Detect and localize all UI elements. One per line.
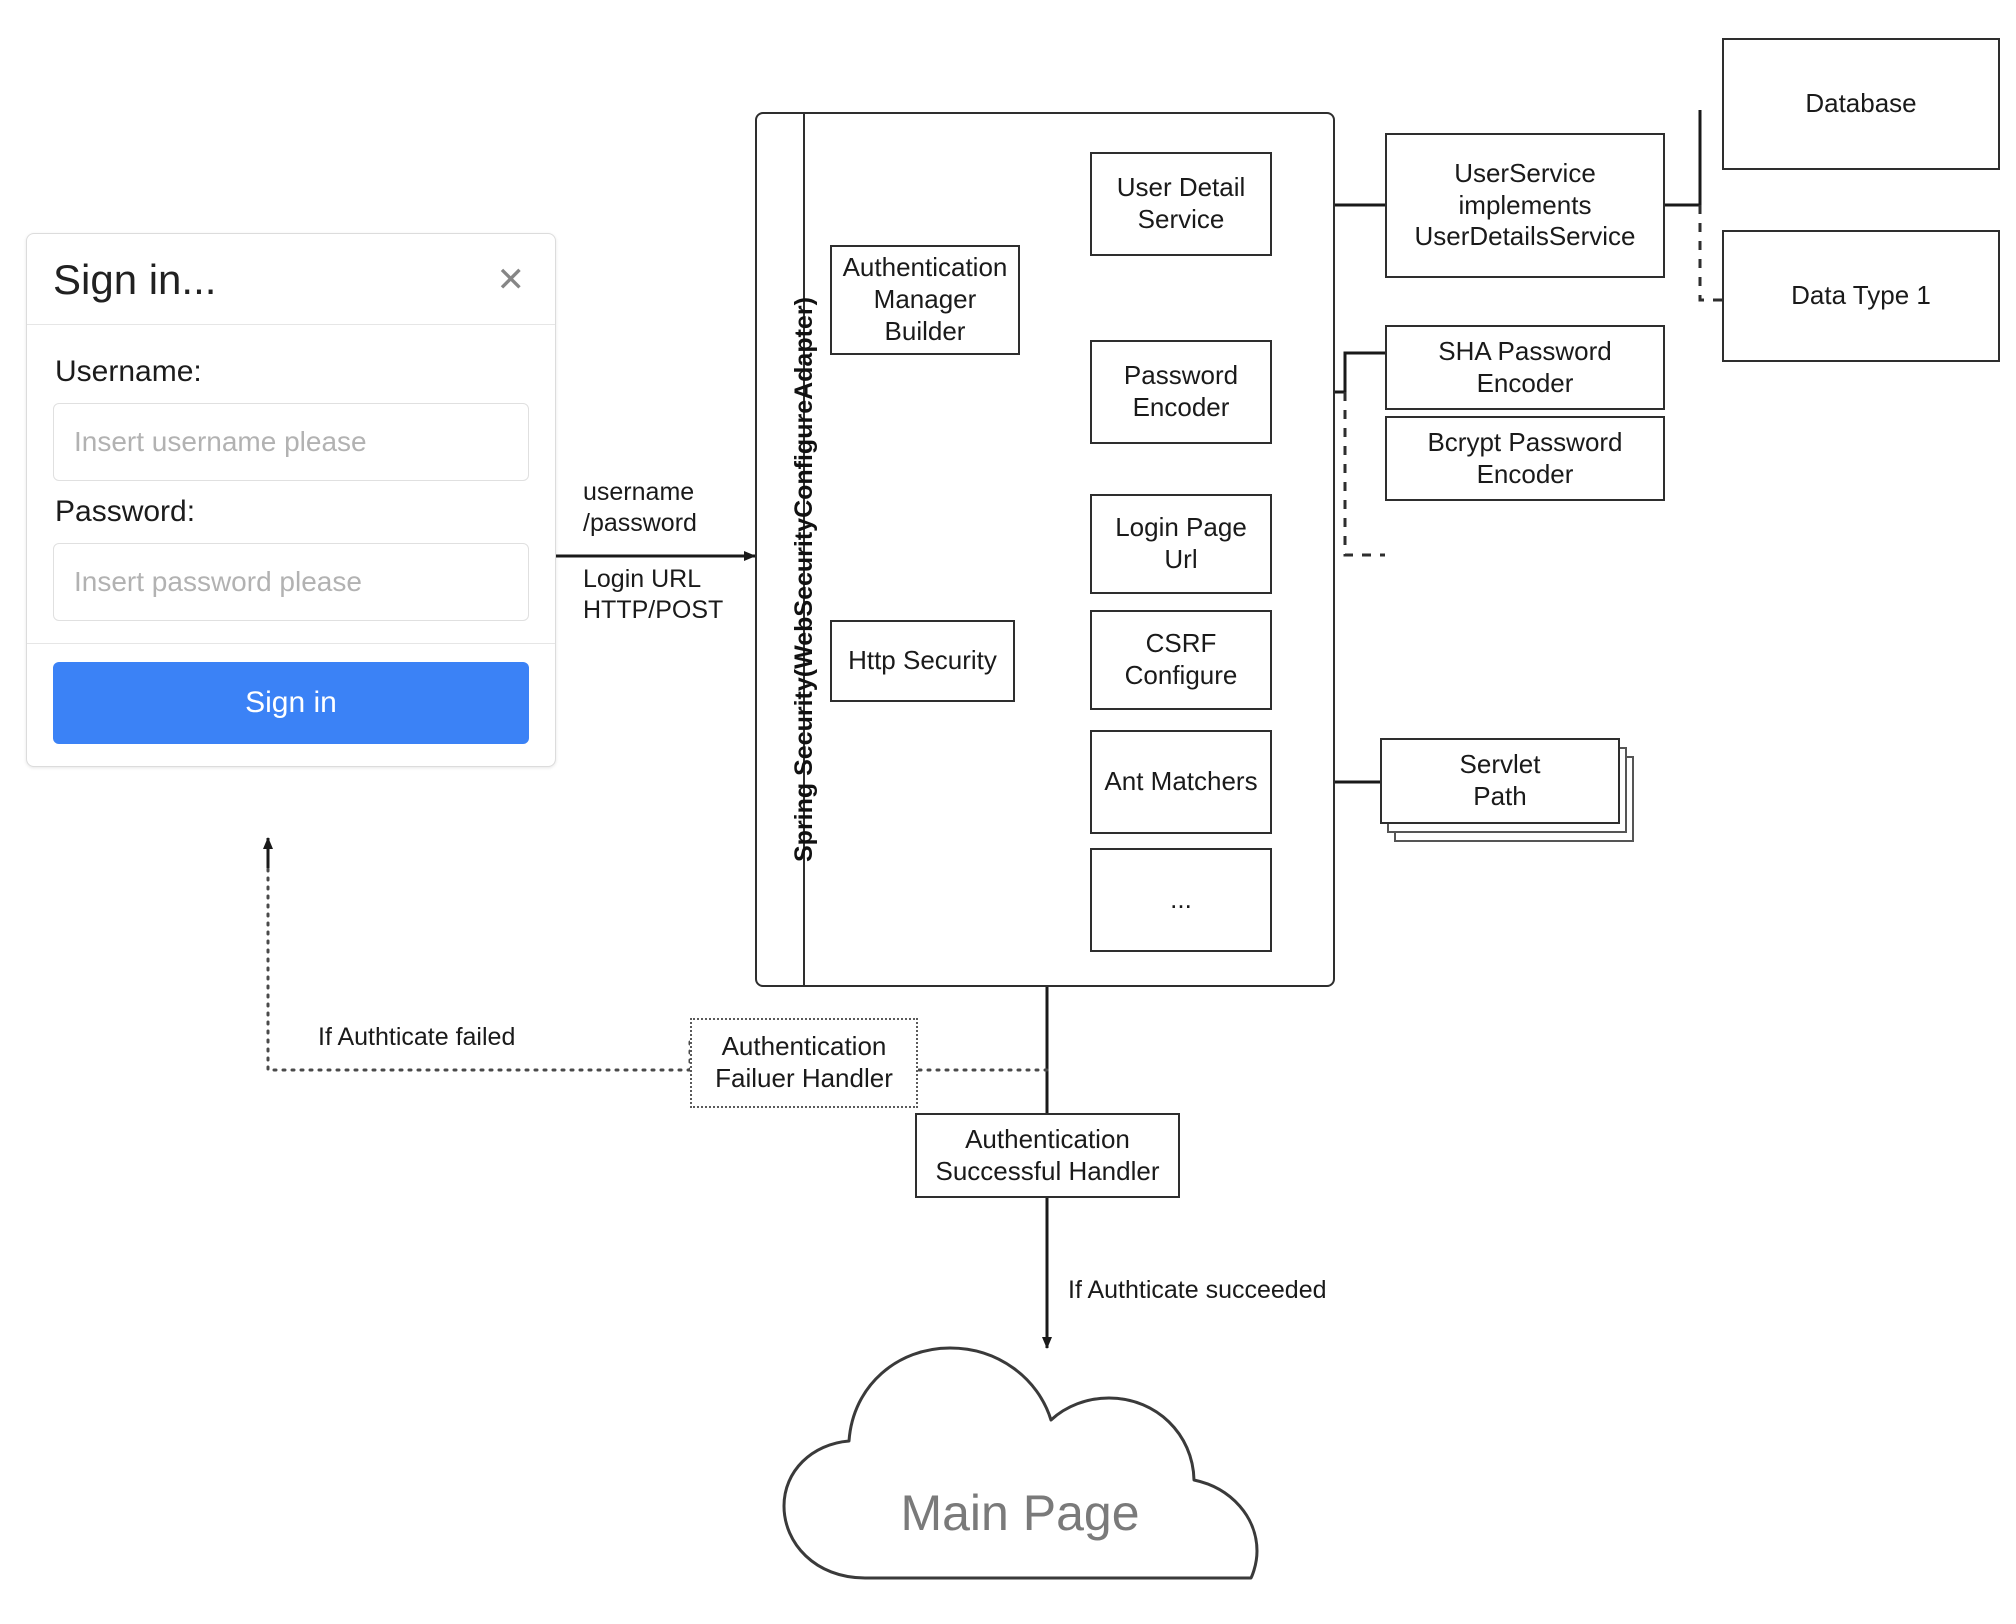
password-input[interactable] xyxy=(53,543,529,621)
node-ant-matchers[interactable]: Ant Matchers xyxy=(1090,730,1272,834)
node-http-security[interactable]: Http Security xyxy=(830,620,1015,702)
node-user-detail-service[interactable]: User Detail Service xyxy=(1090,152,1272,256)
node-bcrypt-password-encoder[interactable]: Bcrypt Password Encoder xyxy=(1385,416,1665,501)
node-main-page[interactable]: Main Page xyxy=(770,1338,1270,1588)
node-authentication-manager-builder[interactable]: Authentication Manager Builder xyxy=(830,245,1020,355)
sign-in-button[interactable]: Sign in xyxy=(53,662,529,744)
node-servlet-path[interactable]: Servlet Path xyxy=(1380,738,1645,853)
node-ellipsis[interactable]: ... xyxy=(1090,848,1272,952)
signin-dialog: Sign in... ✕ Username: Password: Sign in xyxy=(26,233,556,767)
username-input[interactable] xyxy=(53,403,529,481)
signin-dialog-body: Username: Password: xyxy=(27,325,555,644)
node-csrf-configure[interactable]: CSRF Configure xyxy=(1090,610,1272,710)
node-authentication-failure-handler[interactable]: Authentication Failuer Handler xyxy=(690,1018,918,1108)
signin-dialog-footer: Sign in xyxy=(27,644,555,766)
signin-dialog-header: Sign in... ✕ xyxy=(27,234,555,325)
signin-title: Sign in... xyxy=(53,256,217,303)
node-password-encoder[interactable]: Password Encoder xyxy=(1090,340,1272,444)
spring-security-divider xyxy=(803,112,805,987)
node-database[interactable]: Database xyxy=(1722,38,2000,170)
close-icon[interactable]: ✕ xyxy=(496,261,526,299)
wire-database-to-data-type-dashed xyxy=(1698,205,1722,302)
edge-label-auth-failed: If Authticate failed xyxy=(318,1023,516,1051)
edge-label-credentials: username /password xyxy=(583,478,697,538)
edge-label-login-url: Login URL HTTP/POST xyxy=(583,565,724,625)
node-login-page-url[interactable]: Login Page Url xyxy=(1090,494,1272,594)
node-sha-password-encoder[interactable]: SHA Password Encoder xyxy=(1385,325,1665,410)
edge-label-auth-succeeded: If Authticate succeeded xyxy=(1068,1276,1327,1304)
node-data-type-1[interactable]: Data Type 1 xyxy=(1722,230,2000,362)
node-user-service[interactable]: UserService implements UserDetailsServic… xyxy=(1385,133,1665,278)
servlet-path-label: Servlet Path xyxy=(1380,738,1620,824)
spring-security-label: Spring Security(WebSecurityConfigureAdap… xyxy=(790,297,818,862)
node-authentication-successful-handler[interactable]: Authentication Successful Handler xyxy=(915,1113,1180,1198)
password-label: Password: xyxy=(55,495,196,528)
main-page-label: Main Page xyxy=(900,1485,1140,1541)
wire-bcrypt-dashed xyxy=(1343,392,1385,557)
cloud-shape xyxy=(782,1346,1259,1580)
username-label: Username: xyxy=(55,355,202,388)
